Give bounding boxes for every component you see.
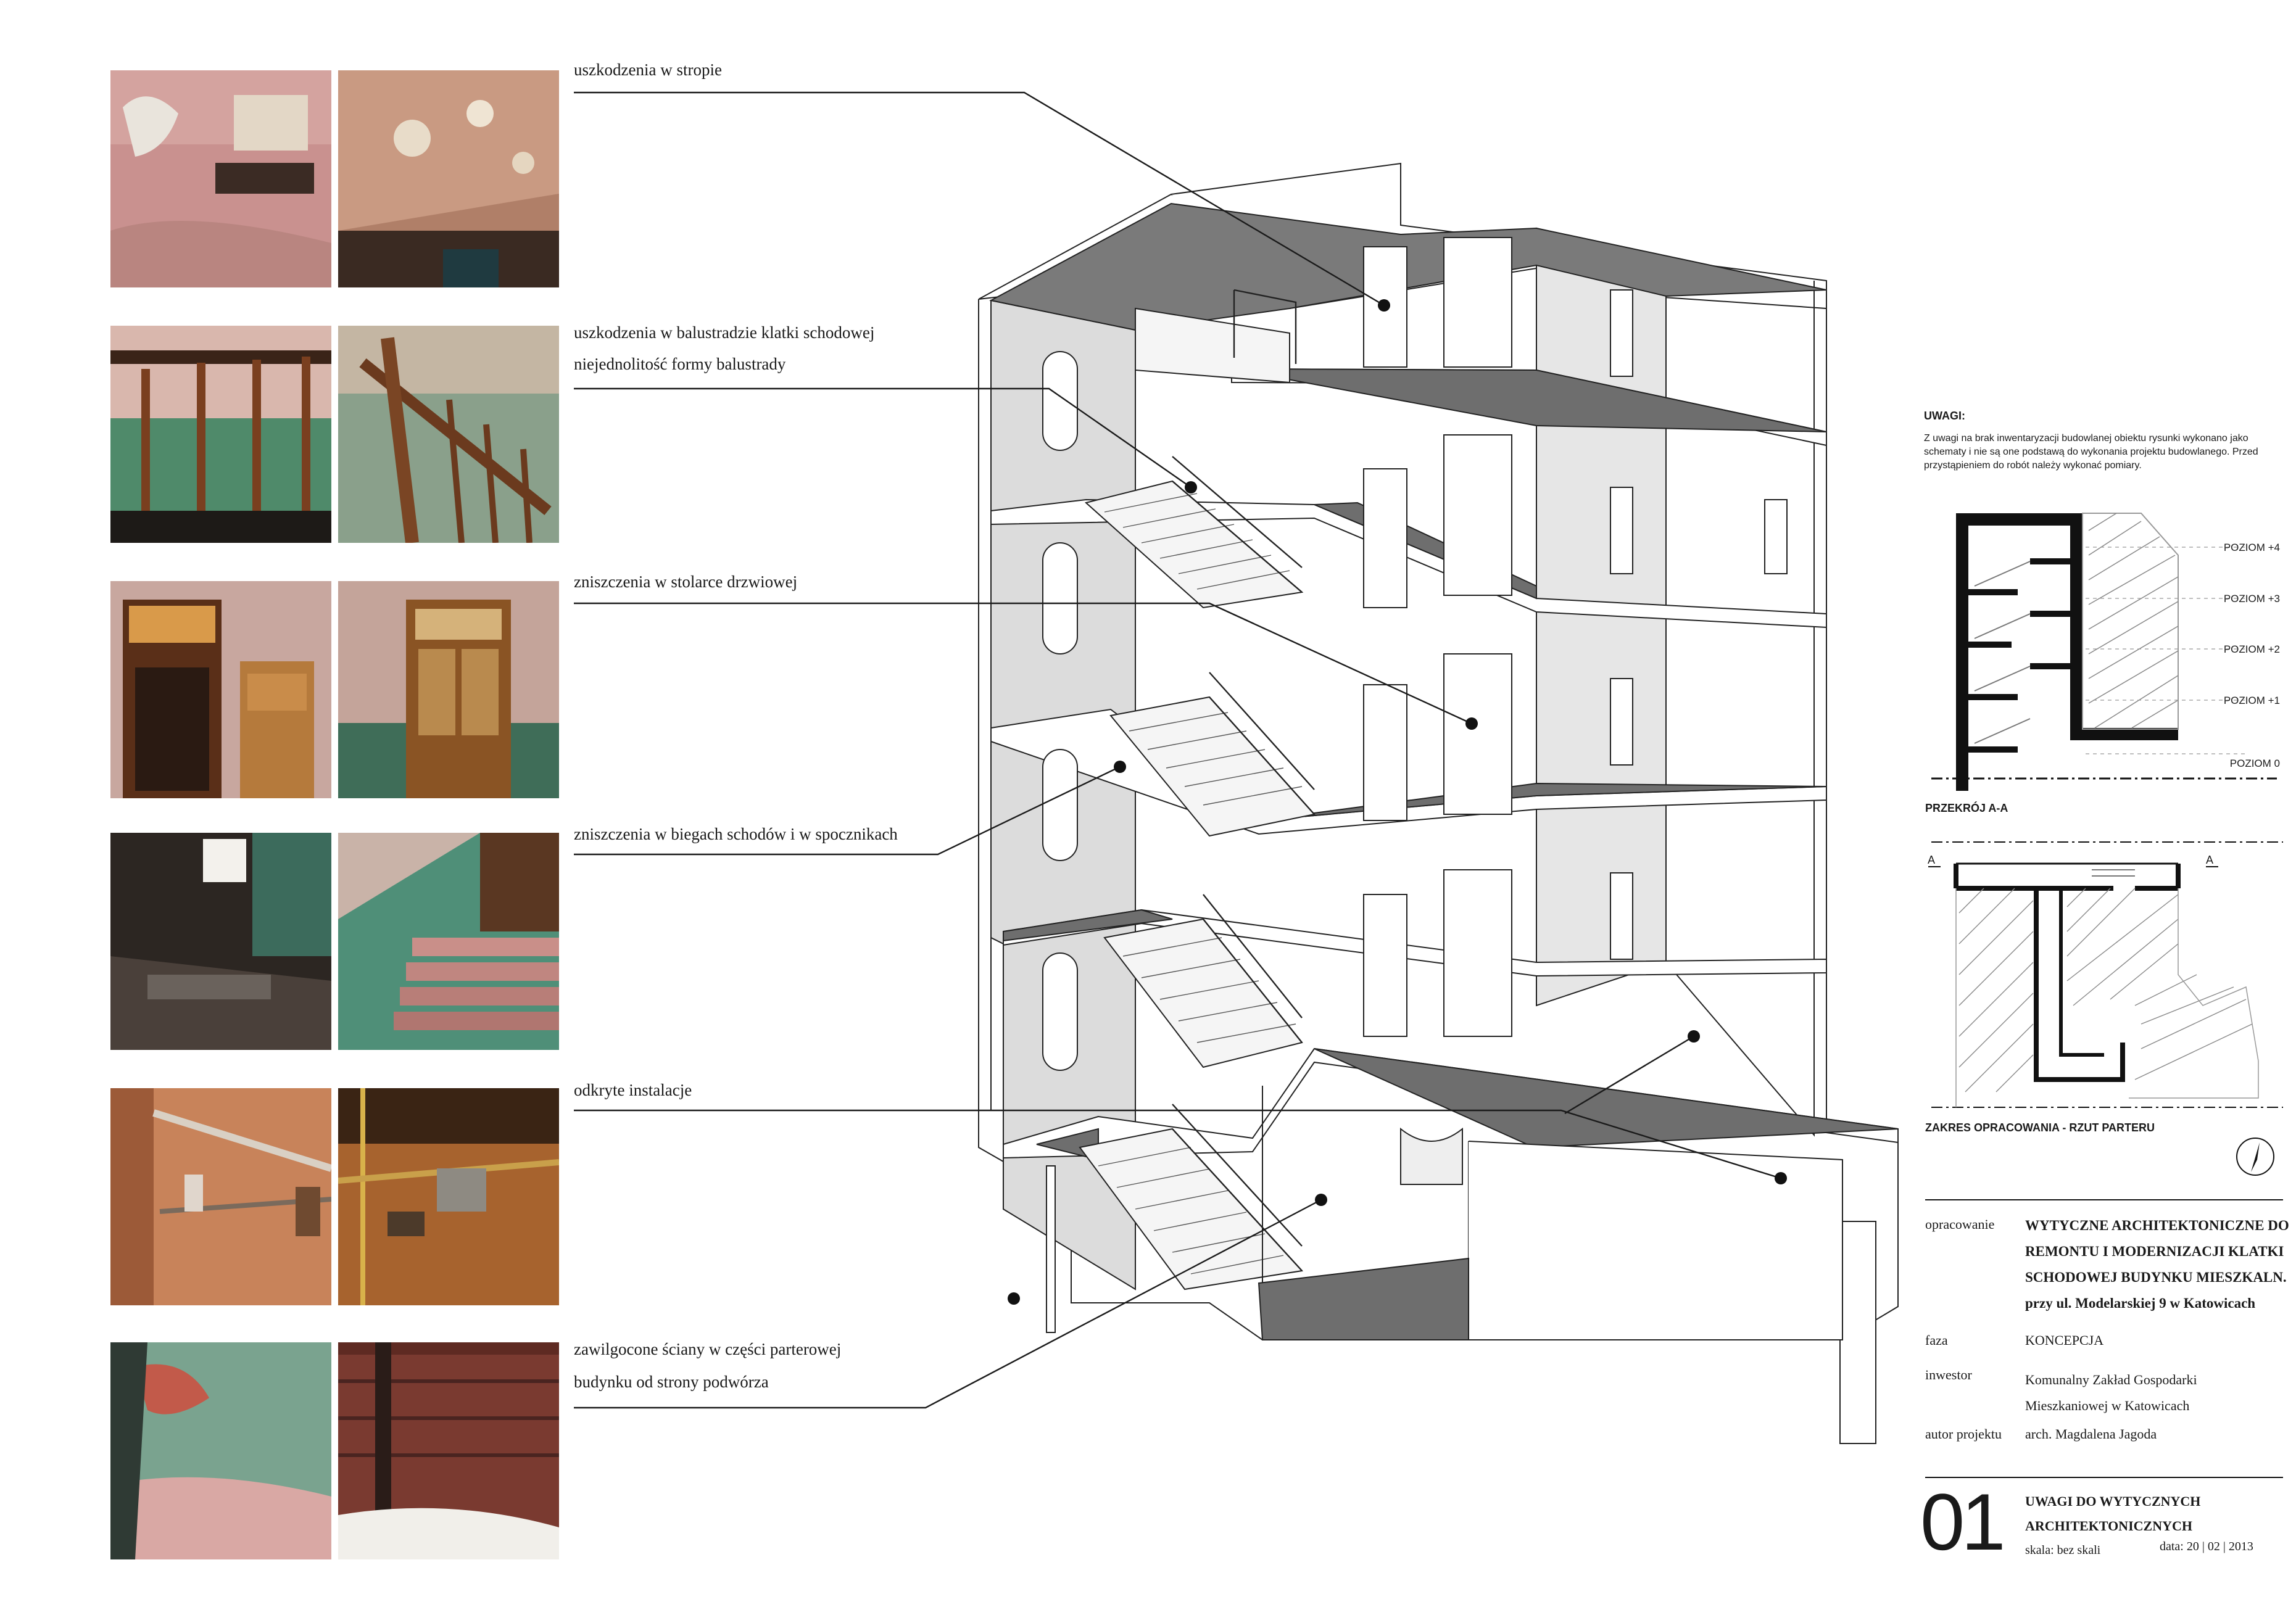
photo-installations-1 bbox=[110, 1088, 331, 1305]
notes-body: Z uwagi na brak inwentaryzacji budowlane… bbox=[1924, 433, 2258, 471]
annotation-balustrade-damage: uszkodzenia w balustradzie klatki schodo… bbox=[574, 323, 875, 342]
tb-key-opracowanie: opracowanie bbox=[1925, 1216, 1995, 1232]
annotation-damp-walls-1: zawilgocone ściany w części parterowej bbox=[574, 1340, 842, 1358]
doors-windows bbox=[1042, 237, 1876, 1444]
plan-caption: ZAKRES OPRACOWANIA - RZUT PARTERU bbox=[1925, 1121, 2155, 1134]
tb-val-inwestor: Komunalny Zakład Gospodarki Mieszkaniowe… bbox=[2025, 1367, 2197, 1419]
level-label-1: POZIOM +1 bbox=[2223, 695, 2280, 706]
tb-project-title-line-4: przy ul. Modelarskiej 9 w Katowicach bbox=[2025, 1295, 2256, 1311]
roof-slab bbox=[989, 202, 1827, 331]
photo-stairs-1 bbox=[110, 833, 331, 1050]
photo-ceiling-damage-2 bbox=[338, 70, 559, 287]
leader-dots bbox=[1008, 299, 1787, 1305]
tb-key-autor: autor projektu bbox=[1925, 1426, 2002, 1442]
tb-project-title: WYTYCZNE ARCHITEKTONICZNE DO REMONTU I M… bbox=[2025, 1213, 2289, 1316]
tb-val-faza: KONCEPCJA bbox=[2025, 1332, 2104, 1348]
tb-key-faza: faza bbox=[1925, 1332, 1948, 1348]
annotation-ceiling-damage: uszkodzenia w stropie bbox=[574, 60, 722, 79]
photo-doors-1 bbox=[110, 581, 331, 798]
annotation-door-damage: zniszczenia w stolarce drzwiowej bbox=[574, 572, 798, 591]
tb-project-title-line-1: WYTYCZNE ARCHITEKTONICZNE DO bbox=[2025, 1218, 2289, 1233]
tb-val-autor: arch. Magdalena Jagoda bbox=[2025, 1426, 2157, 1442]
step-lines bbox=[1098, 493, 1303, 1274]
photo-balustrade-2 bbox=[338, 326, 559, 543]
ground-floor-plan bbox=[1928, 841, 2283, 1108]
sheet-title-line-1: UWAGI DO WYTYCZNYCH bbox=[2025, 1493, 2201, 1509]
annotation-balustrade-form: niejednolitość formy balustrady bbox=[574, 355, 786, 373]
stair-flights bbox=[1079, 307, 1316, 1291]
plan-marker-right: A bbox=[2206, 854, 2214, 866]
tb-val-inwestor-line-1: Komunalny Zakład Gospodarki bbox=[2025, 1372, 2197, 1387]
sheet-title: UWAGI DO WYTYCZNYCH ARCHITEKTONICZNYCH bbox=[2025, 1489, 2200, 1538]
tb-project-title-line-3: SCHODOWEJ BUDYNKU MIESZKALN. bbox=[2025, 1270, 2287, 1285]
photo-balustrade-1 bbox=[110, 326, 331, 543]
photo-damp-walls-2 bbox=[338, 1342, 559, 1559]
photo-damp-walls-1 bbox=[110, 1342, 331, 1559]
title-block-rules bbox=[1925, 1199, 2283, 1478]
level-label-2: POZIOM +2 bbox=[2223, 643, 2280, 655]
annotation-exposed-installations: odkryte instalacje bbox=[574, 1081, 692, 1099]
notes-title: UWAGI: bbox=[1924, 410, 1965, 422]
balustrades bbox=[1172, 289, 1315, 1271]
level-label-3: POZIOM +3 bbox=[2223, 593, 2280, 605]
photo-ceiling-damage-1 bbox=[110, 70, 331, 287]
section-aa-drawing bbox=[1931, 513, 2277, 791]
sheet-number: 01 bbox=[1920, 1477, 2006, 1567]
sheet-scale: skala: bez skali bbox=[2025, 1543, 2101, 1557]
leader-lines bbox=[574, 91, 1781, 1409]
annotation-stairs-damage: zniszczenia w biegach schodów i w spoczn… bbox=[574, 825, 898, 843]
sheet-title-line-2: ARCHITEKTONICZNYCH bbox=[2025, 1518, 2192, 1534]
north-arrow bbox=[2236, 1138, 2274, 1176]
plan-marker-left: A bbox=[1928, 854, 1936, 866]
photo-stairs-2 bbox=[338, 833, 559, 1050]
tb-val-inwestor-line-2: Mieszkaniowej w Katowicach bbox=[2025, 1398, 2190, 1413]
ground-floor bbox=[1258, 1086, 1843, 1340]
photo-doors-2 bbox=[338, 581, 559, 798]
tb-project-title-line-2: REMONTU I MODERNIZACJI KLATKI bbox=[2025, 1244, 2284, 1259]
annotation-damp-walls-2: budynku od strony podwórza bbox=[574, 1373, 769, 1391]
sheet-date: data: 20 | 02 | 2013 bbox=[2160, 1540, 2253, 1553]
tb-key-inwestor: inwestor bbox=[1925, 1367, 1972, 1382]
level-label-0: POZIOM 0 bbox=[2229, 758, 2280, 769]
level-label-4: POZIOM +4 bbox=[2223, 542, 2280, 553]
photo-installations-2 bbox=[338, 1088, 559, 1305]
section-caption: PRZEKRÓJ A-A bbox=[1925, 802, 2008, 814]
